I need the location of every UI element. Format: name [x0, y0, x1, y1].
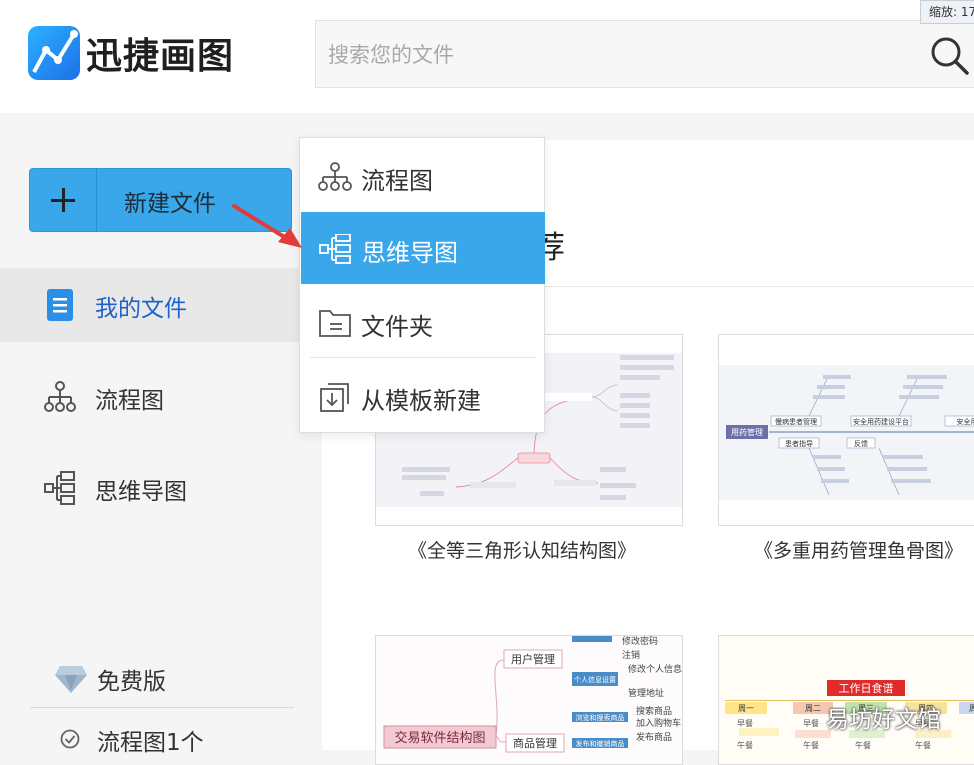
sidebar-item-flowchart[interactable]: 流程图	[0, 360, 322, 434]
sidebar-item-label: 我的文件	[95, 289, 187, 323]
diamond-icon	[54, 664, 88, 694]
logo-chart-icon	[28, 26, 80, 80]
meal-label: 早餐	[803, 719, 819, 728]
template-caption[interactable]: 《全等三角形认知结构图》	[408, 536, 636, 563]
sidebar-item-mindmap[interactable]: 思维导图	[0, 451, 322, 525]
app-logo[interactable]: 迅捷画图	[28, 26, 234, 80]
mindmap-leaf: 加入购物车	[636, 717, 681, 729]
sidebar-item-my-files[interactable]: 我的文件	[0, 268, 322, 342]
mindmap-leaf: 管理地址	[628, 687, 664, 699]
new-file-label: 新建文件	[124, 184, 216, 218]
dropdown-item-label: 从模板新建	[361, 381, 481, 416]
sidebar-item-label: 流程图	[95, 381, 164, 415]
fishbone-node: 安全用	[957, 417, 974, 426]
plan-label: 免费版	[97, 662, 166, 696]
flowchart-icon	[43, 380, 77, 414]
mindmap-icon	[319, 234, 353, 264]
meal-label: 午餐	[915, 740, 931, 750]
quota-label: 流程图1个	[97, 723, 204, 757]
document-icon	[43, 288, 77, 322]
app-name: 迅捷画图	[86, 27, 234, 79]
dropdown-divider	[310, 357, 536, 358]
fishbone-node: 反馈	[854, 439, 868, 448]
template-caption[interactable]: 《多重用药管理鱼骨图》	[754, 536, 963, 563]
folder-icon	[318, 308, 352, 338]
dropdown-item-label: 流程图	[361, 161, 433, 196]
day-label: 周二	[805, 704, 821, 713]
fishbone-root-label: 用药管理	[731, 427, 763, 437]
day-label: 周一	[738, 704, 754, 713]
meal-label: 早餐	[737, 719, 753, 728]
new-file-dropdown: 流程图 思维导图 文件夹 从模板新建	[299, 137, 545, 433]
template-import-icon	[318, 382, 352, 412]
template-card-fishbone[interactable]: 用药管理 慢病患者管理 安全用药建设平台 安全用 患者指导 反馈	[718, 334, 974, 526]
fishbone-node: 患者指导	[785, 439, 813, 448]
dropdown-item-mindmap[interactable]: 思维导图	[301, 212, 545, 284]
search-input[interactable]	[326, 35, 890, 75]
mindmap-node: 浏览和搜索商品	[576, 713, 625, 722]
fishbone-node: 慢病患者管理	[775, 417, 817, 426]
sidebar-item-label: 思维导图	[95, 472, 187, 506]
zoom-badge: 缩放: 17	[920, 0, 974, 24]
dropdown-item-label: 思维导图	[362, 233, 458, 268]
thumbnail-fishbone-image: 用药管理 慢病患者管理 安全用药建设平台 安全用 患者指导 反馈	[719, 335, 974, 525]
header: 迅捷画图 缩放: 17	[0, 0, 974, 113]
mindmap-node: 个人信息设置	[574, 675, 616, 684]
search-icon[interactable]	[928, 34, 970, 76]
dropdown-item-flowchart[interactable]: 流程图	[300, 140, 544, 212]
thumbnail-mindmap-image: 交易软件结构图 用户管理 商品管理 个人信息设置 浏览和搜索商品 发布和撤销商品…	[376, 636, 682, 764]
mindmap-node: 用户管理	[511, 652, 555, 666]
flowchart-icon	[318, 162, 352, 192]
mindmap-leaf: 修改个人信息	[628, 663, 682, 675]
sidebar-divider	[30, 707, 294, 708]
check-circle-icon	[60, 729, 80, 749]
meal-label: 午餐	[737, 740, 753, 750]
watermark-text: 易坊好文馆	[826, 700, 941, 734]
mindmap-root-label: 交易软件结构图	[394, 730, 485, 746]
fishbone-node: 安全用药建设平台	[853, 417, 909, 426]
mindmap-node: 发布和撤销商品	[576, 739, 625, 748]
day-label: 周	[969, 704, 974, 713]
plus-icon	[30, 169, 97, 231]
red-arrow-annotation	[228, 198, 308, 258]
dropdown-item-from-template[interactable]: 从模板新建	[300, 360, 544, 432]
meal-label: 午餐	[803, 740, 819, 750]
mindmap-leaf: 注销	[622, 649, 640, 661]
dropdown-item-folder[interactable]: 文件夹	[300, 286, 544, 358]
dropdown-item-label: 文件夹	[361, 307, 433, 342]
meal-label: 午餐	[855, 740, 871, 750]
table-title: 工作日食谱	[839, 681, 894, 695]
mindmap-leaf: 修改密码	[622, 636, 658, 647]
mindmap-icon	[43, 471, 77, 505]
mindmap-leaf: 搜索商品	[636, 705, 672, 717]
template-card-trading-software[interactable]: 交易软件结构图 用户管理 商品管理 个人信息设置 浏览和搜索商品 发布和撤销商品…	[375, 635, 683, 765]
mindmap-node: 商品管理	[513, 736, 557, 750]
search-box[interactable]	[315, 20, 974, 88]
mindmap-leaf: 发布商品	[636, 731, 672, 743]
